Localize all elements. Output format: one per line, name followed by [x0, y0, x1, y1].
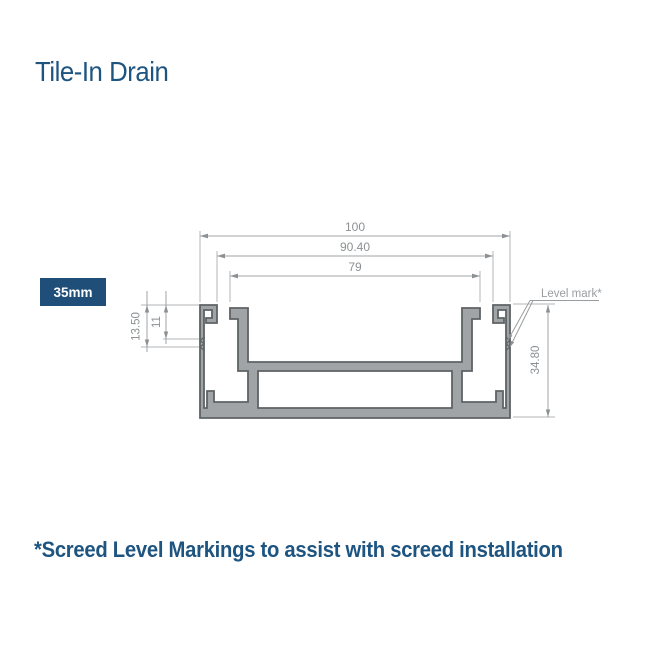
arrowhead	[144, 305, 150, 313]
dim-insert-width: 79	[229, 260, 481, 302]
arrowhead	[545, 305, 551, 313]
dim-label-mark-depth-lower: 13.50	[131, 312, 143, 341]
arrowhead	[163, 305, 169, 313]
size-badge: 35mm	[40, 278, 106, 306]
dim-label-insert-width: 79	[348, 260, 362, 274]
arrowhead	[485, 253, 493, 259]
profile-cross-section	[199, 304, 511, 419]
dim-hook-opening-width: 90.40	[216, 240, 494, 302]
dim-overall-width: 100	[199, 220, 511, 302]
arrowhead	[545, 409, 551, 417]
arrowhead	[144, 339, 150, 347]
level-mark-right-upper	[505, 336, 512, 345]
arrowhead	[472, 273, 480, 279]
footnote: *Screed Level Markings to assist with sc…	[34, 537, 563, 562]
dim-overall-height: 34.80	[513, 303, 555, 418]
level-mark-left-upper	[198, 336, 205, 345]
size-badge-label: 35mm	[53, 284, 93, 300]
arrowhead	[502, 233, 510, 239]
level-mark-left-lower	[198, 342, 205, 352]
arrowhead	[200, 233, 208, 239]
dim-label-mark-depth-upper: 11	[151, 316, 163, 328]
leader-arrowhead	[510, 340, 515, 347]
level-mark-label: Level mark*	[541, 288, 602, 300]
dim-label-hook-opening: 90.40	[340, 240, 370, 254]
dim-mark-depth-upper: 11	[151, 291, 199, 344]
dim-label-overall-height: 34.80	[530, 346, 542, 375]
arrowhead	[217, 253, 225, 259]
dim-label-overall-width: 100	[345, 220, 365, 234]
leader-line	[509, 300, 534, 348]
level-mark-annotation: Level mark*	[507, 288, 602, 348]
page-title: Tile-In Drain	[35, 56, 169, 87]
arrowhead	[163, 331, 169, 339]
leader-arrowhead	[508, 333, 513, 340]
dim-mark-depth-lower: 13.50	[131, 291, 199, 352]
arrowhead	[230, 273, 238, 279]
drain-profile	[198, 304, 512, 419]
leader-line	[507, 300, 531, 341]
